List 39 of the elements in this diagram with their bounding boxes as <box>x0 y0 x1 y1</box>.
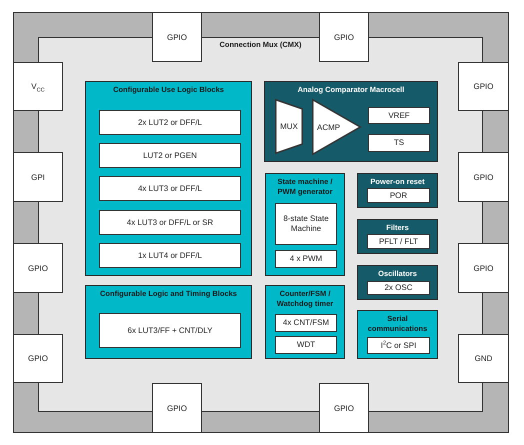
function-block: VREF <box>368 107 430 124</box>
macrocell-panel <box>357 173 438 208</box>
pin-pad: V$_{CC}$ <box>13 62 63 111</box>
pin-pad: GPIO <box>152 383 202 433</box>
macrocell-panel <box>357 265 438 300</box>
pin-pad: GPIO <box>458 243 509 293</box>
function-block: PFLT / FLT <box>367 234 430 249</box>
pin-pad: GPIO <box>458 152 509 202</box>
function-block: 2x LUT2 or DFF/L <box>99 110 241 135</box>
function-block: 2x OSC <box>367 281 430 295</box>
macrocell-panel <box>264 81 438 162</box>
function-block: POR <box>367 188 430 203</box>
block-panel <box>85 285 252 359</box>
block-panel <box>265 285 345 359</box>
pin-pad: GPIO <box>13 334 63 383</box>
function-block: 8-state State Machine <box>275 203 337 245</box>
function-block: LUT2 or PGEN <box>99 143 241 168</box>
pin-pad: GPI <box>13 152 63 202</box>
function-block: 6x LUT3/FF + CNT/DLY <box>99 313 241 348</box>
comparator-symbol: ACMP <box>312 99 361 155</box>
function-block: 4x LUT3 or DFF/L <box>99 176 241 201</box>
function-block: 4x CNT/FSM <box>275 314 337 332</box>
pin-pad: GPIO <box>13 243 63 293</box>
pin-pad: GND <box>458 334 509 383</box>
block-panel <box>85 81 252 276</box>
pin-pad: GPIO <box>152 12 202 62</box>
block-panel <box>357 310 438 359</box>
pin-pad: GPIO <box>319 383 369 433</box>
function-block: 1x LUT4 or DFF/L <box>99 243 241 268</box>
function-block: TS <box>368 134 430 152</box>
pin-pad: GPIO <box>458 62 509 111</box>
function-block: WDT <box>275 336 337 354</box>
function-block: 4x LUT3 or DFF/L or SR <box>99 210 241 235</box>
macrocell-panel <box>357 219 438 254</box>
pin-pad: GPIO <box>319 12 369 62</box>
multiplexer-symbol: MUX <box>275 99 303 154</box>
block-panel <box>265 173 345 276</box>
function-block: I$^{2}$C or SPI <box>367 337 430 354</box>
function-block: 4 x PWM <box>275 250 337 268</box>
